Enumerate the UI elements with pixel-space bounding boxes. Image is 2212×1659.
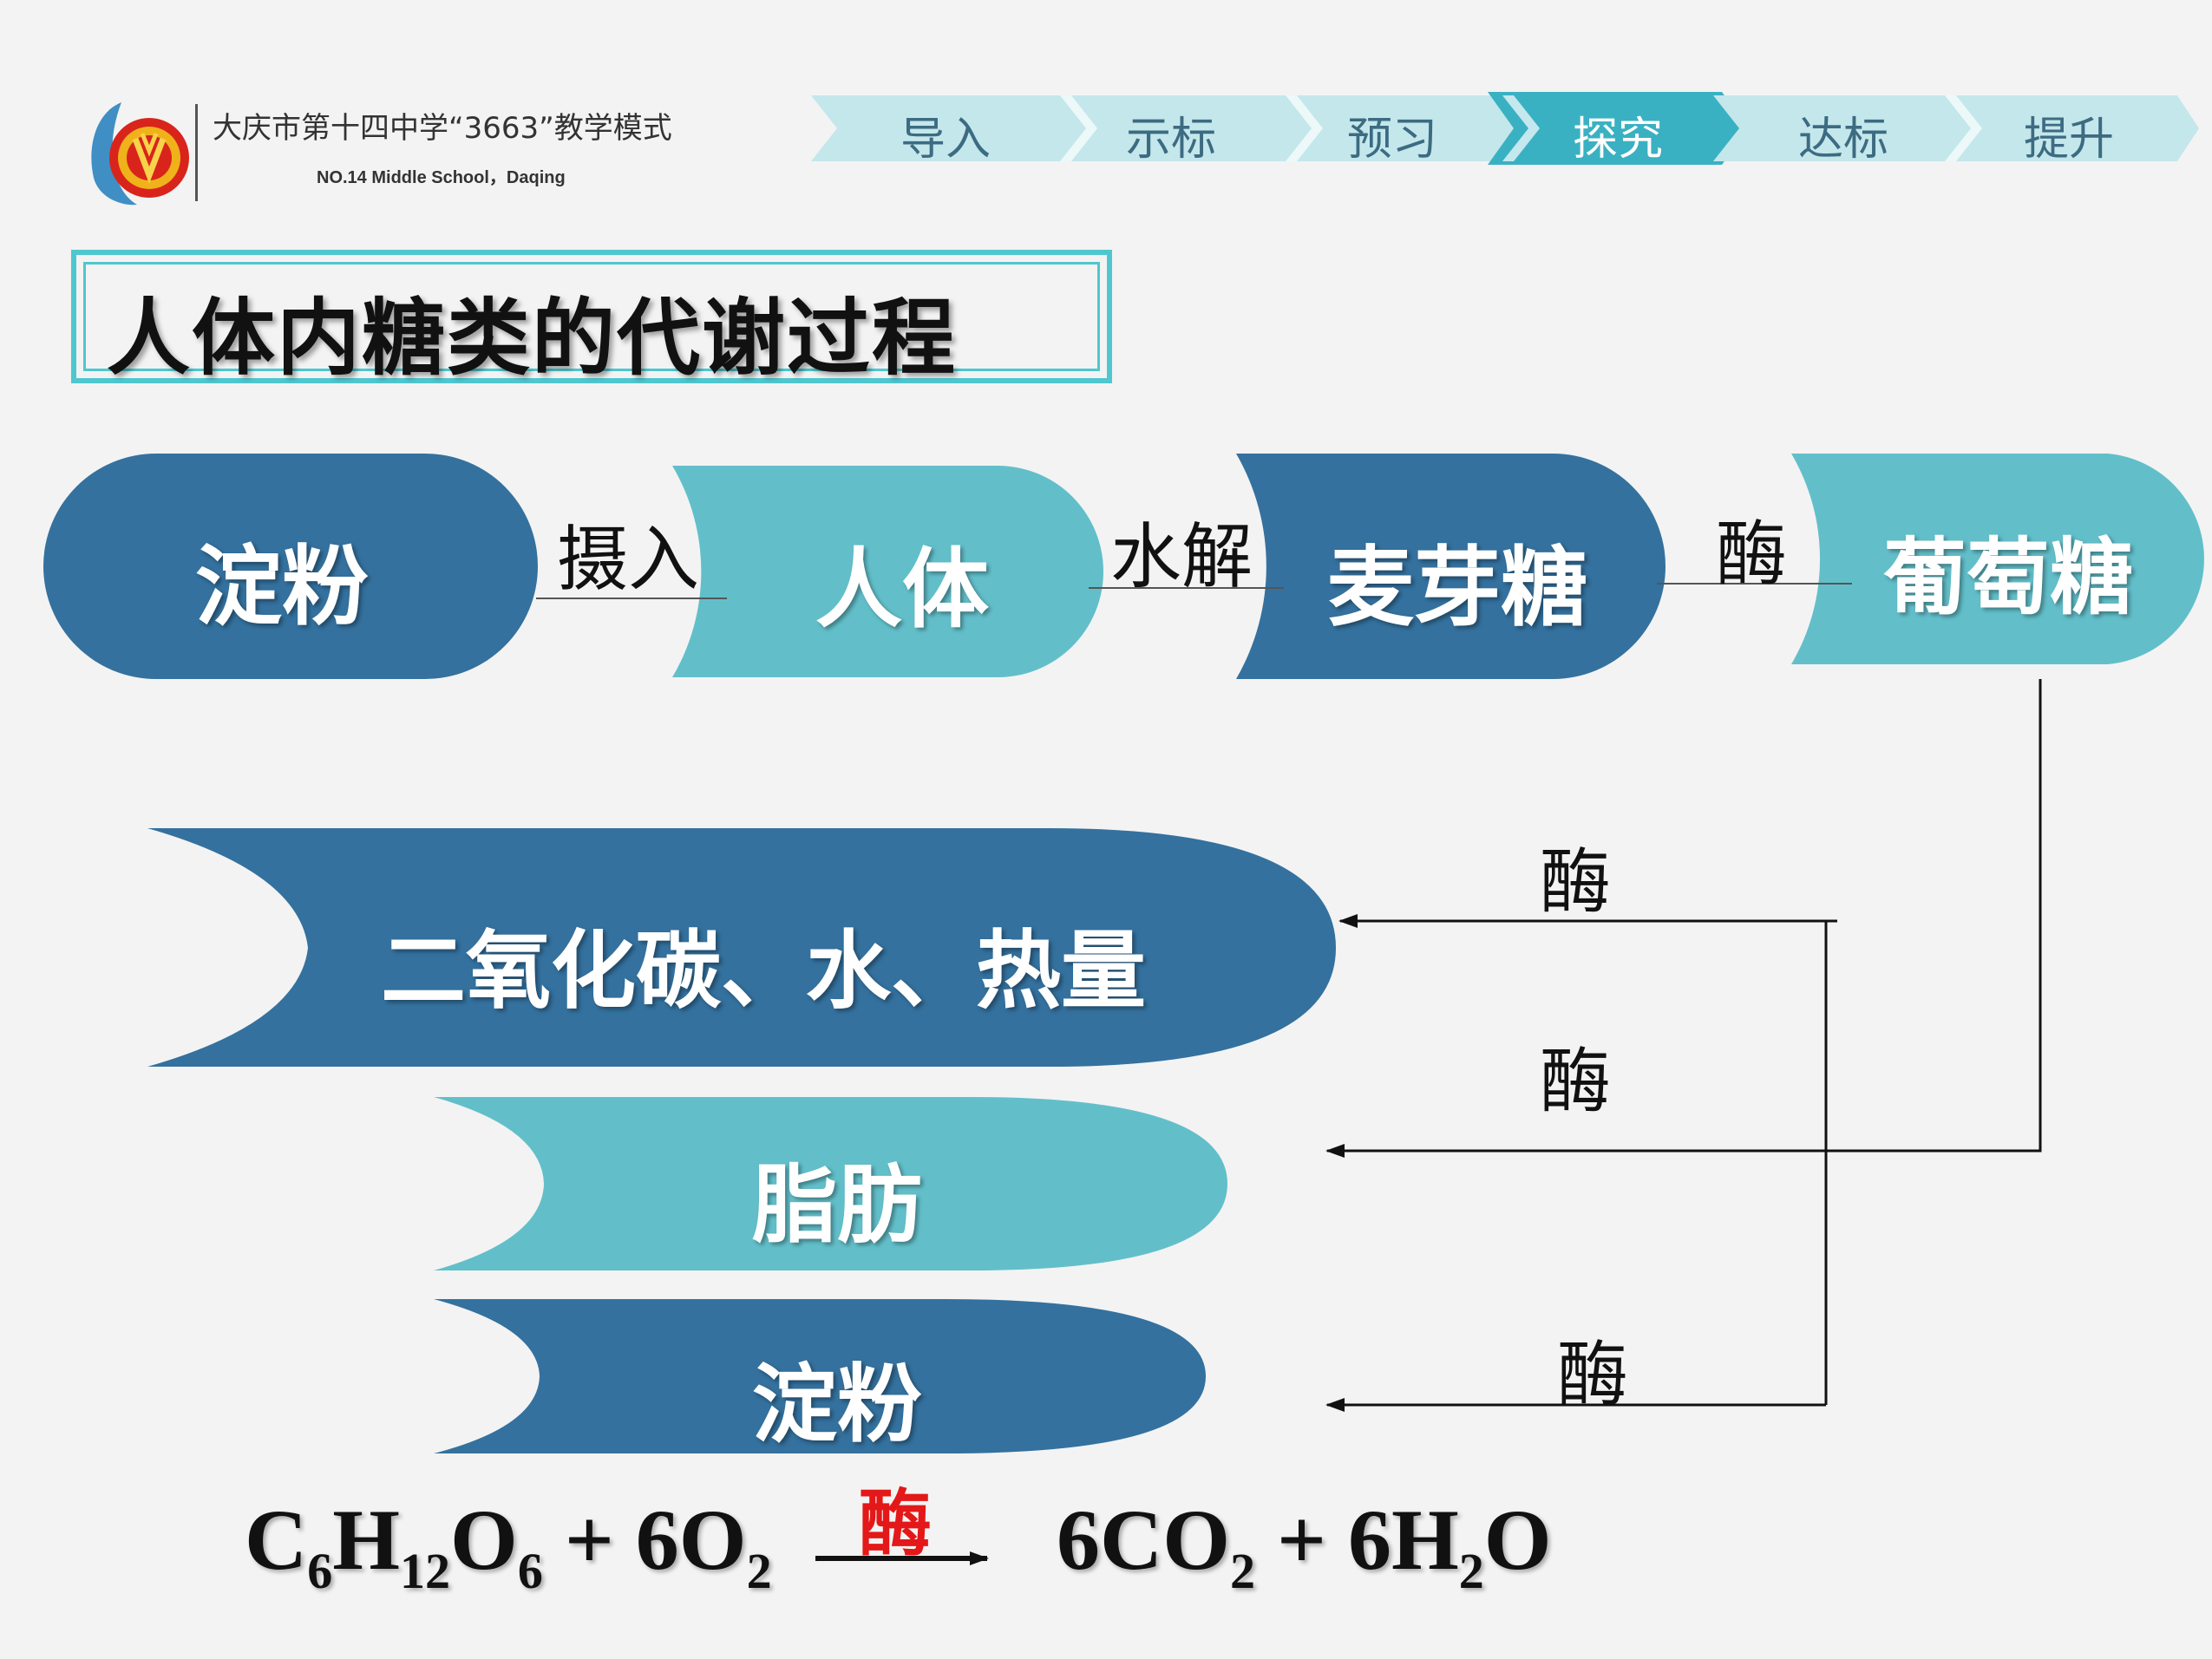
title-box: 人体内糖类的代谢过程 [71, 250, 1112, 387]
product-co2-label: 二氧化碳、水、热量 [380, 922, 1146, 1021]
node-starch-label: 淀粉 [195, 536, 369, 637]
school-name: 大庆市第十四中学“3663”教学模式 [213, 111, 672, 146]
equation-condition: 酶 [859, 1481, 933, 1566]
nav-shape-5 [1713, 95, 1982, 161]
nav-ribbon [811, 92, 2199, 165]
product-co2-shape [147, 828, 1336, 1067]
nav-shape-1 [811, 95, 1097, 161]
tab-yuxi[interactable]: 预习 [1346, 114, 1437, 166]
nav-shape-4 [1488, 92, 1748, 165]
node-body-label: 人体 [815, 539, 989, 640]
product-starch-shape [434, 1299, 1206, 1453]
tab-tanjiu[interactable]: 探究 [1572, 114, 1663, 166]
node-maltose-shape [1236, 454, 1666, 679]
enzyme-label-fat: 酶 [1540, 1041, 1612, 1123]
product-starch-label: 淀粉 [751, 1355, 922, 1454]
equation-rhs: 6CO2 + 6H2O [1057, 1492, 1552, 1599]
nav-shape-2 [1037, 95, 1323, 161]
nav-shape-6 [1939, 95, 2199, 161]
equation-lhs: C6H12O6 + 6O2 [245, 1492, 772, 1599]
product-fat-label: 脂肪 [751, 1156, 922, 1255]
nav-shape-3 [1262, 95, 1540, 161]
page-title: 人体内糖类的代谢过程 [107, 290, 957, 387]
enzyme-label-co2: 酶 [1540, 841, 1612, 924]
tab-dabiao[interactable]: 达标 [1797, 114, 1888, 166]
node-body-shape [672, 466, 1103, 677]
node-glucose-shape [1791, 454, 2204, 664]
connector-ingest: 摄入 [557, 519, 700, 601]
header-divider [195, 104, 198, 201]
product-fat-shape [434, 1097, 1227, 1270]
node-starch-shape [43, 454, 538, 679]
connector-hydrolysis: 水解 [1110, 516, 1253, 598]
tab-shibiao[interactable]: 示标 [1125, 114, 1216, 166]
tab-tisheng[interactable]: 提升 [2023, 114, 2114, 166]
node-maltose-label: 麦芽糖 [1327, 537, 1587, 638]
enzyme-label-starch: 酶 [1557, 1334, 1629, 1416]
school-subtitle: NO.14 Middle School，Daqing [317, 168, 566, 187]
tab-daoru[interactable]: 导入 [900, 114, 991, 166]
connector-enzyme: 酶 [1716, 513, 1788, 596]
arrow-to-fat [1325, 679, 2042, 1158]
node-glucose-label: 葡萄糖 [1883, 529, 2133, 626]
school-logo [87, 95, 191, 208]
